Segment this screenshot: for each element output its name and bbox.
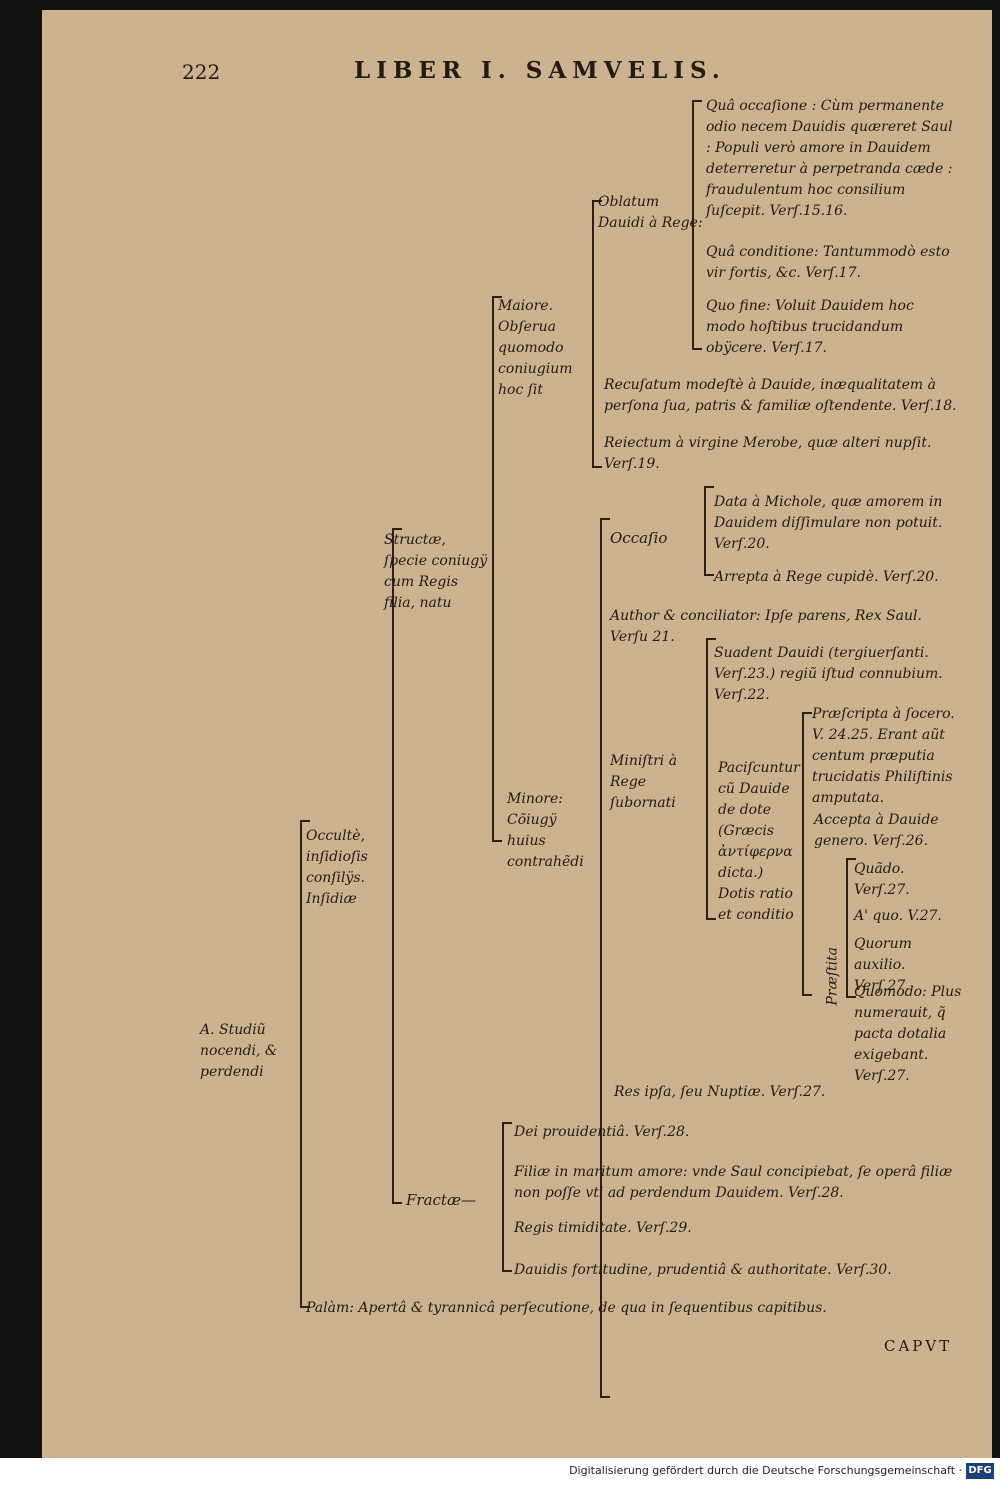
quorum: Quorum auxilio. Verſ.27.	[854, 936, 912, 994]
author: Author & conciliator: Ipſe parens, Rex S…	[610, 608, 922, 645]
bracket-oblatum-top	[692, 100, 702, 102]
bracket-main-bottom	[300, 1306, 310, 1308]
bracket-paciscuntur	[802, 712, 804, 996]
digitization-footer: Digitalisierung gefördert durch die Deut…	[0, 1458, 1000, 1485]
bracket-minore-bottom	[600, 1396, 610, 1398]
footer-text: Digitalisierung gefördert durch die Deut…	[569, 1464, 962, 1477]
bracket-oblatum	[692, 100, 694, 350]
bracket-ministri-top	[706, 638, 716, 640]
bracket-praestita-top	[846, 858, 856, 860]
bracket-oblatum-bottom	[692, 348, 702, 350]
bracket-maiore	[592, 200, 594, 468]
regis: Regis timiditate. Verſ.29.	[514, 1220, 692, 1236]
studiu: A. Studiũ nocendi, & perdendi	[200, 1022, 278, 1080]
bracket-structae	[492, 296, 494, 842]
dei-prouidentia: Dei prouidentiâ. Verſ.28.	[514, 1124, 690, 1140]
minore: Minore: Cõiugÿ huius contrahẽdi	[507, 791, 584, 870]
paciscuntur: Paciſcuntur cũ Dauide de dote (Græcis ἀν…	[718, 760, 800, 923]
book-page: 222 LIBER I. SAMVELIS. Quâ occaſione : C…	[42, 10, 992, 1458]
bracket-praestita-bottom	[846, 996, 856, 998]
quando: Quãdo. Verſ.27.	[854, 861, 910, 898]
bracket-minore-top	[600, 518, 610, 520]
filiae: Filiæ in maritum amore: vnde Saul concip…	[514, 1164, 953, 1201]
quo-fine: Quo fine: Voluit Dauidem hoc modo hoſtib…	[706, 298, 914, 356]
catchword: CAPVT	[884, 1337, 953, 1355]
bracket-occasio-top	[704, 486, 714, 488]
bracket-praestita	[846, 858, 848, 998]
recusatum: Recuſatum modeſtè à Dauide, inæqualitate…	[604, 377, 957, 414]
fractae: Fractæ—	[406, 1191, 477, 1209]
bracket-maiore-bottom	[592, 466, 602, 468]
bracket-structae-bottom	[492, 840, 502, 842]
bracket-occasio	[704, 486, 706, 576]
suadent: Suadent Dauidi (tergiuerſanti. Verſ.23.)…	[714, 645, 943, 703]
bracket-occulte-top	[392, 528, 402, 530]
accepta: Accepta à Dauide genero. Verſ.26.	[814, 812, 939, 849]
a-quo: A' quo. V.27.	[854, 908, 942, 924]
bracket-maiore-top	[592, 200, 602, 202]
bracket-structae-top	[492, 296, 502, 298]
arrepta: Arrepta à Rege cupidè. Verſ.20.	[714, 569, 939, 585]
quomodo: Quomodo: Plus numerauit, q̃ pacta dotali…	[854, 984, 962, 1084]
bracket-fractae	[502, 1122, 504, 1272]
praestita: Præſtita	[824, 946, 841, 1006]
data-michole: Data à Michole, quæ amorem in Dauidem di…	[714, 494, 943, 552]
praescripta: Præſcripta à ſocero. V. 24.25. Erant aũt…	[812, 706, 955, 806]
bracket-minore	[600, 518, 602, 1398]
bracket-ministri-bottom	[706, 918, 716, 920]
bracket-occulte	[392, 528, 394, 1204]
ministri: Miniſtri à Rege ſubornati	[610, 753, 678, 811]
palam: Palàm: Apertâ & tyrannicâ perſecutione, …	[306, 1300, 827, 1316]
qua-conditione: Quâ conditione: Tantummodò esto vir fort…	[706, 244, 950, 281]
bracket-main	[300, 820, 302, 1308]
occulte: Occultè, inſidioſis conſilÿs. Inſidiæ	[306, 828, 368, 907]
bracket-fractae-bottom	[502, 1270, 512, 1272]
structae: Structæ, ſpecie coniugÿ cum Regis filia,…	[384, 532, 488, 611]
dauidis: Dauidis fortitudine, prudentiâ & authori…	[514, 1262, 892, 1278]
maiore: Maiore. Obſerua quomodo coniugium hoc ſi…	[498, 298, 573, 398]
occasio: Occaſio	[610, 529, 668, 547]
bracket-occulte-bottom	[392, 1202, 402, 1204]
res-ipsa: Res ipſa, ſeu Nuptiæ. Verſ.27.	[614, 1084, 826, 1100]
running-title: LIBER I. SAMVELIS.	[354, 57, 726, 84]
bracket-ministri	[706, 638, 708, 920]
bracket-paciscuntur-bottom	[802, 994, 812, 996]
bracket-fractae-top	[502, 1122, 512, 1124]
bracket-main-top	[300, 820, 310, 822]
qua-occasione: Quâ occaſione : Cùm permanente odio nece…	[706, 98, 953, 219]
reiectum: Reiectum à virgine Merobe, quæ alteri nu…	[604, 435, 932, 472]
page-number: 222	[182, 60, 221, 84]
bracket-paciscuntur-top	[802, 712, 812, 714]
bracket-occasio-bottom	[704, 574, 714, 576]
dfg-logo: DFG	[966, 1463, 994, 1479]
oblatum: Oblatum Dauidi à Rege:	[598, 194, 703, 231]
